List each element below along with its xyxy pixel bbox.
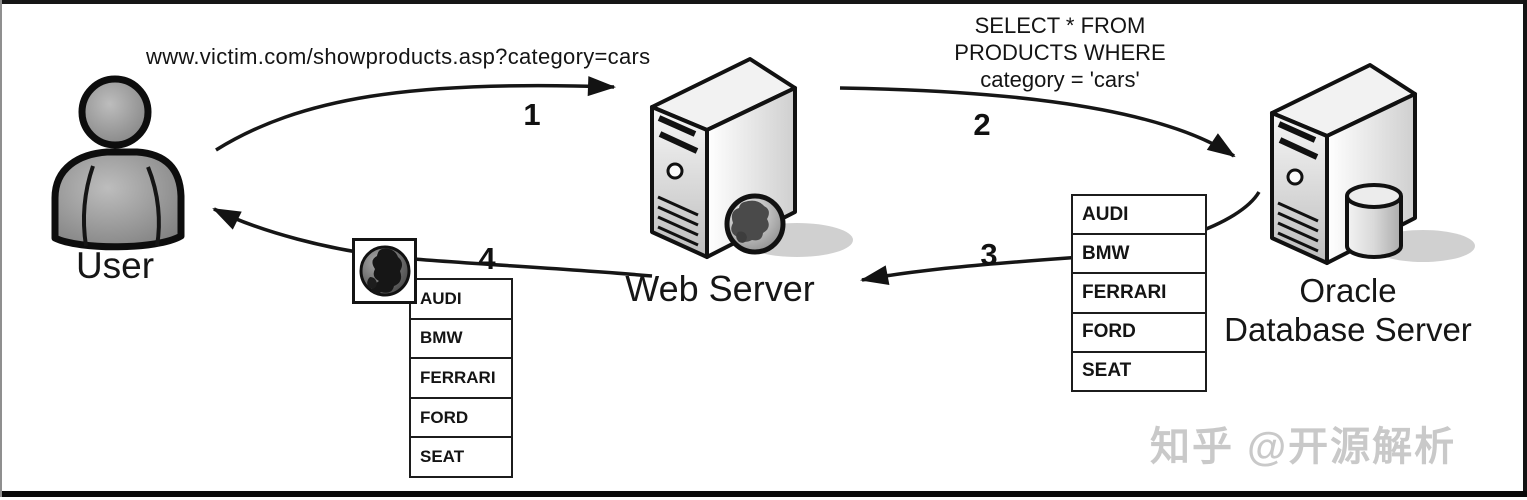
table-cell: FERRARI — [1082, 282, 1167, 303]
table-cell: SEAT — [420, 447, 465, 467]
sql-query-text: SELECT * FROM PRODUCTS WHERE category = … — [938, 12, 1182, 93]
table-row: FORD — [411, 399, 511, 439]
table-row: FORD — [1073, 314, 1205, 353]
table-row: AUDI — [1073, 196, 1205, 236]
step-number-4: 4 — [478, 241, 496, 276]
step-number-3: 3 — [980, 237, 998, 272]
request-url-text: www.victim.com/showproducts.asp?category… — [146, 44, 651, 69]
table-cell: AUDI — [1082, 203, 1129, 225]
user-label: User — [75, 245, 155, 286]
table-row: BMW — [411, 320, 511, 360]
arrow-step2-webserver-to-db — [839, 86, 1236, 158]
table-cell: FORD — [420, 407, 469, 427]
table-row: FERRARI — [411, 359, 511, 399]
table-cell: BMW — [420, 328, 463, 348]
sql-query-line1: SELECT * FROM — [974, 13, 1146, 38]
webserver-globe-icon — [724, 193, 786, 255]
browser-window-icon — [352, 238, 417, 304]
step-number-1: 1 — [523, 97, 541, 132]
db-result-table: AUDI BMW FERRARI FORD SEAT — [1071, 194, 1207, 392]
user-icon — [51, 75, 185, 251]
frame-edge-bottom — [0, 491, 1527, 497]
database-server-label-line2: Database Server — [1224, 311, 1472, 348]
frame-edge-top — [0, 0, 1527, 4]
sql-query-line3: category = 'cars' — [980, 67, 1140, 92]
sql-query-line2: PRODUCTS WHERE — [954, 40, 1166, 65]
frame-edge-left — [0, 0, 2, 497]
browser-result-table: AUDI BMW FERRARI FORD SEAT — [409, 278, 513, 478]
table-row: AUDI — [411, 280, 511, 320]
arrow-step4-webserver-to-user — [212, 207, 653, 278]
database-cylinder-icon — [1345, 183, 1403, 259]
table-cell: SEAT — [1082, 360, 1132, 382]
table-cell: AUDI — [420, 288, 462, 308]
arrow-step1-user-to-webserver — [215, 76, 616, 152]
table-cell: BMW — [1082, 242, 1130, 264]
web-server-icon — [650, 57, 853, 259]
watermark-text: 知乎 @开源解析 — [1150, 425, 1457, 469]
web-server-label: Web Server — [625, 268, 815, 309]
table-row: SEAT — [411, 438, 511, 476]
table-cell: FERRARI — [420, 367, 496, 387]
table-row: FERRARI — [1073, 274, 1205, 314]
database-server-label: Oracle Database Server — [1216, 271, 1480, 349]
database-server-icon — [1270, 63, 1475, 265]
table-row: SEAT — [1073, 353, 1205, 390]
table-cell: FORD — [1082, 321, 1136, 343]
frame-edge-right — [1523, 0, 1527, 497]
step-number-2: 2 — [973, 107, 991, 142]
database-server-label-line1: Oracle — [1299, 272, 1397, 309]
table-row: BMW — [1073, 235, 1205, 275]
globe-icon — [359, 245, 410, 297]
